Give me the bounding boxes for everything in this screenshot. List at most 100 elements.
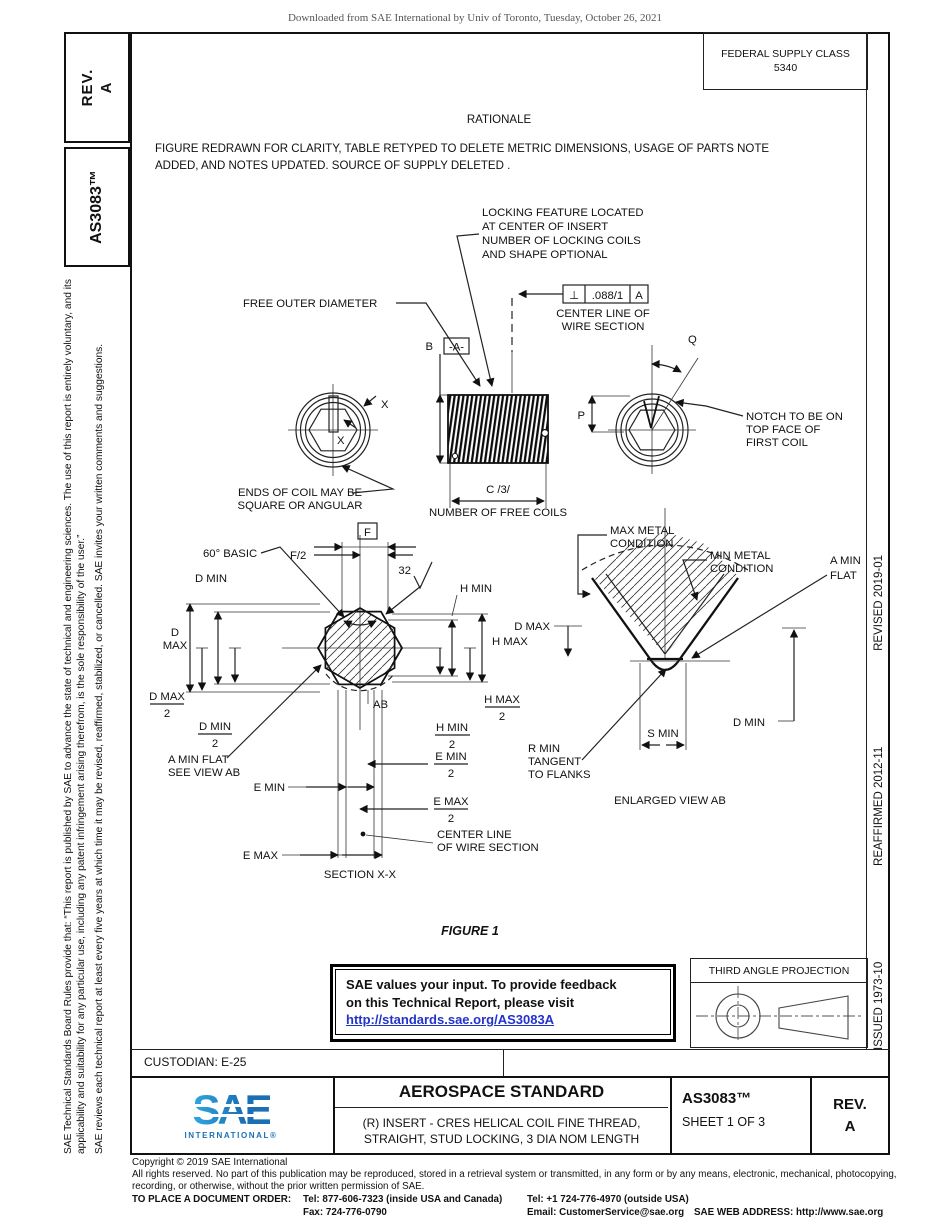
sae-logo: SAE INTERNATIONAL® xyxy=(131,1078,331,1153)
figure-1-drawing: LOCKING FEATURE LOCATED AT CENTER OF INS… xyxy=(149,207,861,938)
doc-number-cell: AS3083™ SHEET 1 OF 3 xyxy=(682,1078,808,1153)
rev-cell-label: REV. xyxy=(833,1096,867,1113)
footer-tel-inside: Tel: 877-606-7323 (inside USA and Canada… xyxy=(303,1194,503,1205)
feedback-line-1: SAE values your input. To provide feedba… xyxy=(346,977,617,992)
svg-text:CENTER LINE: CENTER LINE xyxy=(437,829,512,841)
doc-subtitle-line-2: STRAIGHT, STUD LOCKING, 3 DIA NOM LENGTH xyxy=(363,1132,640,1146)
rationale-title: RATIONALE xyxy=(466,114,532,126)
svg-text:NUMBER OF LOCKING COILS: NUMBER OF LOCKING COILS xyxy=(482,235,641,247)
svg-text:2: 2 xyxy=(212,738,218,750)
sidebar-disclaimer: SAE Technical Standards Board Rules prov… xyxy=(62,272,128,1154)
title-block-divider-1 xyxy=(333,1076,335,1155)
revised-date: REVISED 2019-01 xyxy=(872,555,885,651)
svg-text:D MAX: D MAX xyxy=(149,691,185,703)
downloaded-note: Downloaded from SAE International by Uni… xyxy=(287,12,663,24)
sae-logo-subtext: INTERNATIONAL® xyxy=(184,1131,278,1140)
svg-text:R MIN: R MIN xyxy=(528,743,560,755)
doc-number-box xyxy=(64,147,130,267)
svg-text:D MAX: D MAX xyxy=(514,621,550,633)
locking-feature-note: LOCKING FEATURE LOCATED AT CENTER OF INS… xyxy=(456,207,644,387)
right-strip-divider xyxy=(866,32,867,1049)
svg-text:2: 2 xyxy=(448,813,454,825)
right-end-view: Q P NOTCH TO BE ON TOP FACE OF FIRST COI… xyxy=(577,334,843,474)
svg-text:CONDITION: CONDITION xyxy=(610,538,673,550)
disclaimer-paragraph-2: SAE reviews each technical report at lea… xyxy=(94,343,105,1154)
feedback-link[interactable]: http://standards.sae.org/AS3083A xyxy=(346,1012,555,1027)
svg-text:FREE OUTER DIAMETER: FREE OUTER DIAMETER xyxy=(243,298,377,310)
svg-text:MAX: MAX xyxy=(163,640,188,652)
figure-caption: FIGURE 1 xyxy=(441,924,499,938)
svg-text:NOTCH TO BE ON: NOTCH TO BE ON xyxy=(746,411,843,423)
reaffirmed-date: REAFFIRMED 2012-11 xyxy=(872,746,885,866)
svg-text:LOCKING FEATURE LOCATED: LOCKING FEATURE LOCATED xyxy=(482,207,644,219)
svg-text:-A-: -A- xyxy=(449,342,464,354)
svg-text:D MIN: D MIN xyxy=(199,721,231,733)
sae-logo-text: SAE xyxy=(192,1086,270,1133)
doc-number-label: AS3083™ xyxy=(88,170,105,244)
svg-text:X: X xyxy=(381,399,389,411)
svg-text:TANGENT: TANGENT xyxy=(528,756,581,768)
sheet-frame xyxy=(130,32,890,1155)
issued-date: ISSUED 1973-10 xyxy=(872,961,885,1050)
perpendicularity-icon: ⊥ xyxy=(569,290,579,302)
third-angle-projection-box: THIRD ANGLE PROJECTION xyxy=(690,958,868,1048)
feedback-box: SAE values your input. To provide feedba… xyxy=(330,964,676,1042)
svg-text:WIRE SECTION: WIRE SECTION xyxy=(562,321,645,333)
custodian-row xyxy=(130,1049,890,1076)
svg-text:C /3/: C /3/ xyxy=(486,484,511,496)
title-block xyxy=(130,1076,890,1155)
rev-box xyxy=(64,32,130,143)
svg-text:D MIN: D MIN xyxy=(195,573,227,585)
svg-text:ENLARGED VIEW AB: ENLARGED VIEW AB xyxy=(614,795,726,807)
doc-subtitle-line-1: (R) INSERT - CRES HELICAL COIL FINE THRE… xyxy=(362,1116,641,1130)
svg-text:H MIN: H MIN xyxy=(460,583,492,595)
svg-text:D: D xyxy=(171,627,179,639)
svg-text:SEE VIEW AB: SEE VIEW AB xyxy=(168,767,240,779)
svg-text:AB: AB xyxy=(373,699,388,711)
svg-text:2: 2 xyxy=(448,768,454,780)
third-angle-projection-icon xyxy=(696,986,861,1043)
svg-text:A MIN: A MIN xyxy=(830,555,861,567)
footer-email: Email: CustomerService@sae.org xyxy=(527,1207,685,1218)
rev-label: REV. xyxy=(79,68,96,107)
doc-type-title: AEROSPACE STANDARD xyxy=(335,1078,668,1108)
svg-text:P: P xyxy=(577,410,585,422)
svg-text:FLAT: FLAT xyxy=(830,570,857,582)
svg-text:CONDITION: CONDITION xyxy=(710,563,773,575)
section-x-x: F F/2 32 60° BASIC D MIN D MAX D MAX 2 D… xyxy=(149,522,539,881)
b-dimension: B -A- xyxy=(425,337,470,464)
svg-text:MAX METAL: MAX METAL xyxy=(610,525,674,537)
svg-text:E MIN: E MIN xyxy=(254,782,285,794)
svg-text:H MAX: H MAX xyxy=(492,636,528,648)
sheet-number: SHEET 1 OF 3 xyxy=(682,1115,766,1129)
svg-text:60° BASIC: 60° BASIC xyxy=(203,548,257,560)
footer-fax: Fax: 724-776-0790 xyxy=(303,1207,387,1218)
svg-text:FIRST COIL: FIRST COIL xyxy=(746,437,808,449)
third-angle-projection-title: THIRD ANGLE PROJECTION xyxy=(691,959,867,983)
footer-tel-outside: Tel: +1 724-776-4970 (outside USA) xyxy=(527,1194,689,1205)
svg-text:X: X xyxy=(337,435,345,447)
svg-text:SQUARE OR ANGULAR: SQUARE OR ANGULAR xyxy=(238,500,363,512)
svg-text:Q: Q xyxy=(688,334,697,346)
federal-supply-class-label: FEDERAL SUPPLY CLASS xyxy=(721,48,850,60)
svg-text:MIN METAL: MIN METAL xyxy=(710,550,771,562)
svg-text:B: B xyxy=(425,341,433,353)
svg-text:TOP FACE OF: TOP FACE OF xyxy=(746,424,820,436)
svg-text:AND SHAPE OPTIONAL: AND SHAPE OPTIONAL xyxy=(482,249,608,261)
svg-text:SECTION X-X: SECTION X-X xyxy=(324,869,397,881)
svg-text:NUMBER OF FREE COILS: NUMBER OF FREE COILS xyxy=(429,507,568,519)
title-block-divider-3 xyxy=(810,1076,812,1155)
revision-history-strip: ISSUED 1973-10 REAFFIRMED 2012-11 REVISE… xyxy=(868,555,889,1050)
footer-rights-2: recording, or otherwise, without the pri… xyxy=(132,1181,425,1192)
svg-text:E MAX: E MAX xyxy=(433,796,469,808)
custodian-label: CUSTODIAN: E-25 xyxy=(144,1055,247,1069)
feedback-line-2: on this Technical Report, please visit xyxy=(346,994,575,1010)
federal-supply-class-value: 5340 xyxy=(773,62,798,74)
svg-text:S MIN: S MIN xyxy=(647,728,678,740)
svg-text:.088/1: .088/1 xyxy=(592,290,623,302)
footer-web: SAE WEB ADDRESS: http://www.sae.org xyxy=(694,1207,884,1218)
svg-text:2: 2 xyxy=(449,739,455,751)
svg-text:F: F xyxy=(364,527,371,539)
svg-text:A MIN FLAT: A MIN FLAT xyxy=(168,754,229,766)
rev-cell: REV. A xyxy=(812,1078,888,1153)
